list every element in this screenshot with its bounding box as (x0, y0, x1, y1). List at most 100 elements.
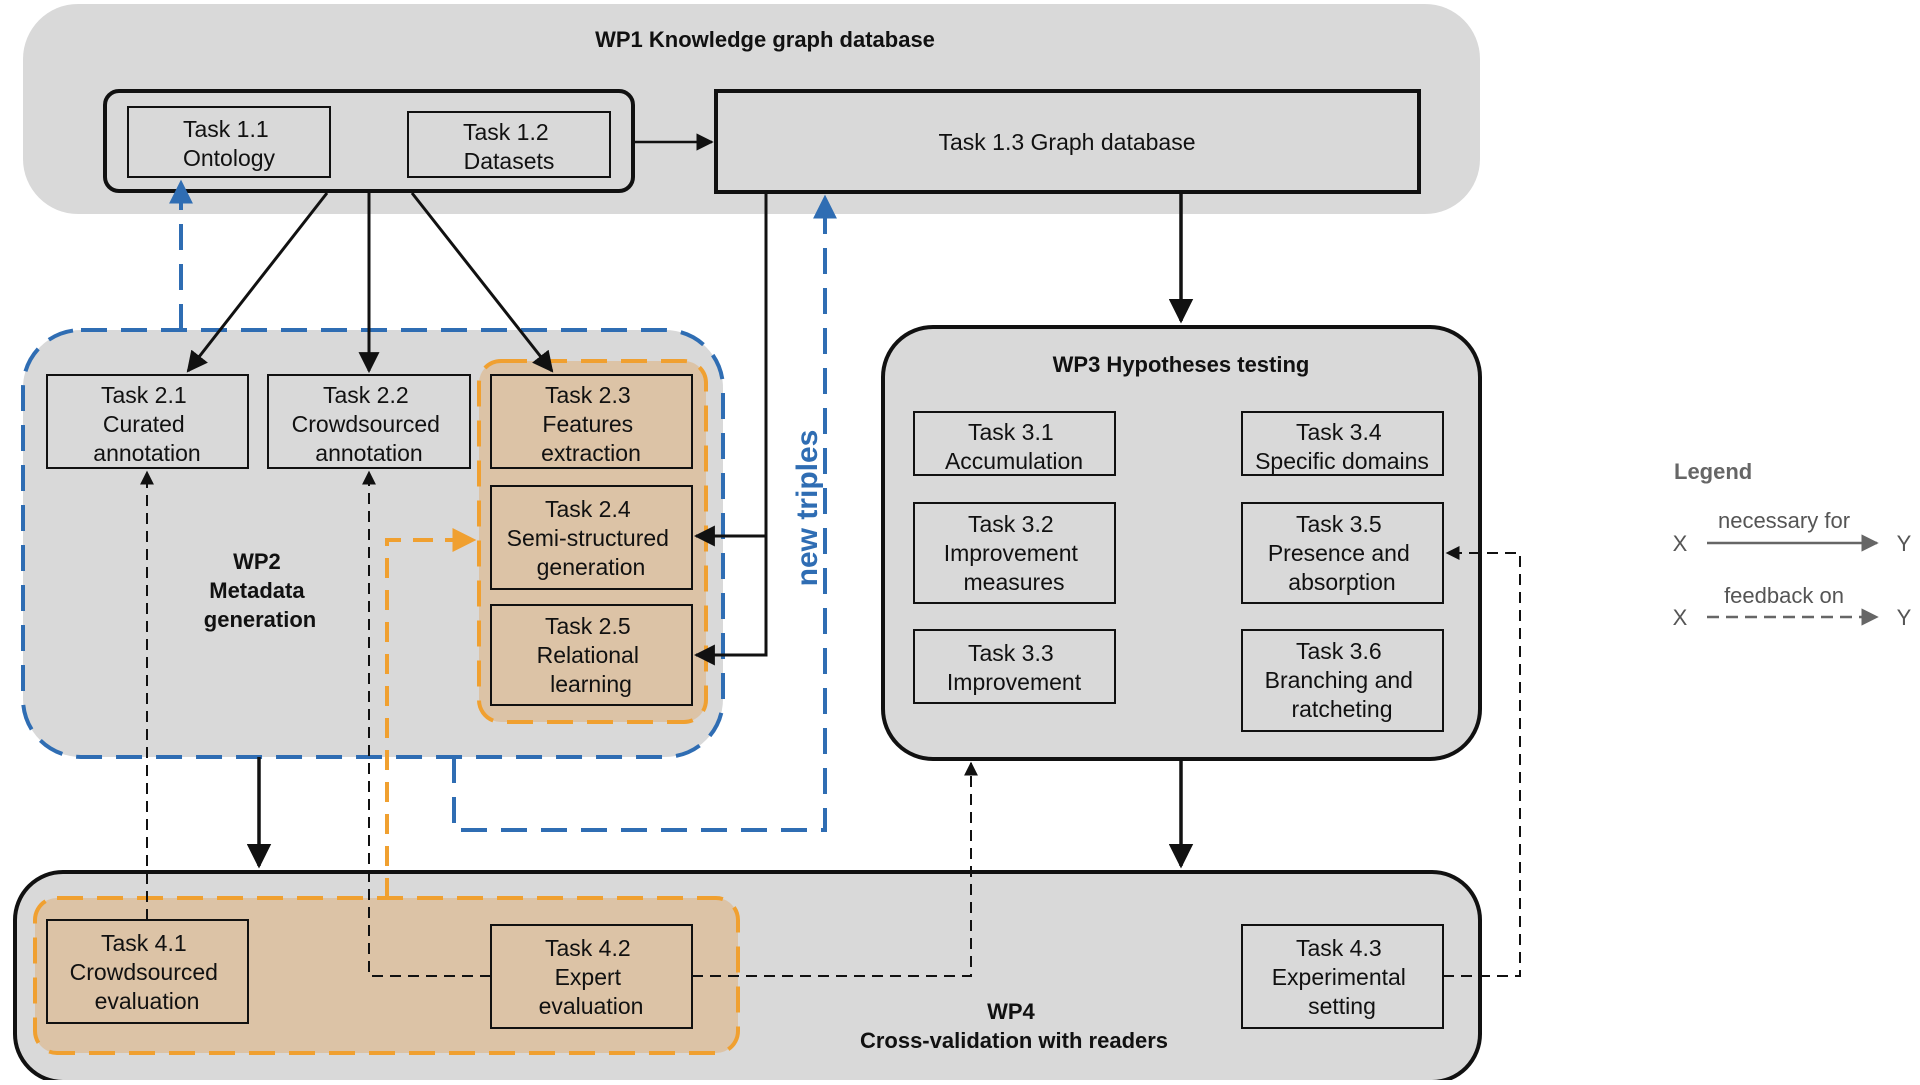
wp3-region: WP3 Hypotheses testing Task 3.1 Accumula… (881, 325, 1482, 761)
feedback-task-4-2-to-wp3 (692, 761, 978, 977)
task-1-1-line: Task 1.1 (183, 116, 269, 142)
task-3-1-line: Accumulation (945, 448, 1083, 474)
new-triples-label: new triples (791, 430, 824, 587)
task-2-2-line: Crowdsourced (292, 411, 440, 437)
svg-text:Task 2.1 Curated: Task 2.1 Curated annotation (93, 382, 200, 466)
svg-text:WP2 Metadata gener: WP2 Metadata generation (204, 549, 316, 632)
task-1-1[interactable]: Task 1.1 Ontology (127, 106, 331, 178)
task-3-4[interactable]: Task 3.4 Specific domains (1241, 411, 1444, 476)
task-2-2-line: Task 2.2 (323, 382, 409, 408)
arrow-graph-to-task-2-5 (693, 536, 768, 666)
task-3-4-line: Specific domains (1255, 448, 1429, 474)
task-4-3-line: Experimental (1272, 964, 1406, 990)
task-3-5[interactable]: Task 3.5 Presence and absorption (1241, 502, 1444, 604)
task-3-2-line: Improvement (944, 540, 1079, 566)
task-3-6-line: Branching and (1265, 667, 1413, 693)
task-4-3-line: Task 4.3 (1296, 935, 1382, 961)
task-3-1-line: Task 3.1 (968, 419, 1054, 445)
task-4-3-line: setting (1308, 993, 1376, 1019)
task-1-3[interactable]: Task 1.3 Graph database (714, 89, 1421, 194)
task-2-3-line: extraction (541, 440, 641, 466)
task-3-2[interactable]: Task 3.2 Improvement measures (913, 502, 1116, 604)
task-3-1[interactable]: Task 3.1 Accumulation (913, 411, 1116, 476)
task-3-3[interactable]: Task 3.3 Improvement (913, 629, 1116, 704)
task-4-1-line: evaluation (95, 988, 200, 1014)
task-2-4[interactable]: Task 2.4 Semi-structured generation (490, 485, 693, 590)
feedback-task-4-3-to-task-3-5 (1443, 546, 1521, 977)
wp2-title-line: generation (204, 607, 316, 632)
feedback-wp2-new-triples-to-graph (452, 194, 837, 832)
svg-text:Task 4.2 Expert: Task 4.2 Expert evaluation (539, 935, 644, 1019)
wp2-title-line: WP2 (233, 549, 281, 574)
feedback-wp4-eval-to-task-2-4 (385, 528, 477, 898)
task-2-5-line: Relational (537, 642, 639, 668)
wp3-title: WP3 Hypotheses testing (1053, 352, 1310, 377)
task-2-2[interactable]: Task 2.2 Crowdsourced annotation (267, 374, 471, 469)
svg-text:Task 3.1 Accumulation: Task 3.1 Accumulation (945, 419, 1083, 474)
task-3-6-line: ratcheting (1291, 696, 1392, 722)
svg-text:Task 3.2 Improvement: Task 3.2 Improvement measures (944, 511, 1085, 595)
task-2-2-line: annotation (315, 440, 422, 466)
task-2-5[interactable]: Task 2.5 Relational learning (490, 604, 693, 706)
task-3-2-line: measures (964, 569, 1065, 595)
task-2-1-line: annotation (93, 440, 200, 466)
task-4-2-line: Expert (555, 964, 622, 990)
task-2-1[interactable]: Task 2.1 Curated annotation (46, 374, 249, 469)
legend-solid-label: necessary for (1718, 508, 1850, 533)
task-1-1-line: Ontology (183, 145, 276, 171)
task-2-4-line: Semi-structured (507, 525, 669, 551)
task-2-1-line: Curated (103, 411, 185, 437)
task-4-1[interactable]: Task 4.1 Crowdsourced evaluation (46, 919, 249, 1024)
task-3-3-line: Task 3.3 (968, 640, 1054, 666)
svg-text:Task 2.2 Crowdsourced: Task 2.2 Crowdsourced annotation (292, 382, 447, 466)
necessary-arrows (186, 133, 1194, 869)
task-3-4-line: Task 3.4 (1296, 419, 1382, 445)
task-2-4-line: Task 2.4 (545, 496, 631, 522)
feedback-task-4-2-to-task-2-2 (362, 470, 491, 977)
task-3-5-line: Task 3.5 (1296, 511, 1382, 537)
svg-text:Task 3.6 Branching and: Task 3.6 Branching and ratcheting (1265, 638, 1420, 722)
feedback-arrows (140, 179, 1521, 977)
task-3-5-line: absorption (1288, 569, 1395, 595)
wp1-title: WP1 Knowledge graph database (595, 27, 935, 52)
svg-text:Task 3.4 Specific doma: Task 3.4 Specific domains (1255, 419, 1429, 474)
svg-text:WP4 Cross-validation wit: WP4 Cross-validation with readers (860, 999, 1168, 1053)
legend-solid-x: X (1673, 531, 1688, 556)
task-1-2[interactable]: Task 1.2 Datasets (407, 111, 611, 178)
wp4-title-line: Cross-validation with readers (860, 1028, 1168, 1053)
task-3-2-line: Task 3.2 (968, 511, 1054, 537)
task-4-3[interactable]: Task 4.3 Experimental setting (1241, 924, 1444, 1029)
task-2-3[interactable]: Task 2.3 Features extraction (490, 374, 693, 469)
legend-dashed-x: X (1673, 605, 1688, 630)
svg-text:Task 3.3 Improvement: Task 3.3 Improvement (947, 640, 1082, 695)
legend-solid-y: Y (1897, 531, 1912, 556)
svg-text:Task 1.1 Ontology: Task 1.1 Ontology (183, 116, 276, 171)
arrow-datasets-to-task-2-3 (410, 192, 554, 373)
task-3-6-line: Task 3.6 (1296, 638, 1382, 664)
legend-title: Legend (1674, 459, 1752, 484)
task-2-3-line: Features (542, 411, 633, 437)
legend-dashed-label: feedback on (1724, 583, 1844, 608)
task-2-4-line: generation (537, 554, 646, 580)
task-4-2-line: Task 4.2 (545, 935, 631, 961)
wp1-region: WP1 Knowledge graph database Task 1.1 On… (23, 4, 1480, 214)
svg-text:Task 2.5 Relational: Task 2.5 Relational learning (537, 613, 646, 697)
task-2-5-line: Task 2.5 (545, 613, 631, 639)
task-3-5-line: Presence and (1268, 540, 1410, 566)
task-2-1-line: Task 2.1 (101, 382, 187, 408)
task-3-6[interactable]: Task 3.6 Branching and ratcheting (1241, 629, 1444, 732)
wp2-title-line: Metadata (209, 578, 305, 603)
svg-text:Task 3.5 Presence and: Task 3.5 Presence and absorption (1268, 511, 1416, 595)
task-4-2-line: evaluation (539, 993, 644, 1019)
task-2-3-line: Task 2.3 (545, 382, 631, 408)
legend: Legend necessary for X Y feedback on X Y (1673, 459, 1912, 630)
svg-text:Task 4.3 Experimental: Task 4.3 Experimental setting (1272, 935, 1413, 1019)
svg-text:Task 4.1 Crowdsourced: Task 4.1 Crowdsourced evaluation (70, 930, 225, 1014)
task-4-1-line: Crowdsourced (70, 959, 218, 985)
task-1-3-line: Task 1.3 Graph database (939, 129, 1196, 155)
task-2-5-line: learning (550, 671, 632, 697)
task-1-2-line: Task 1.2 (463, 119, 549, 145)
task-4-2[interactable]: Task 4.2 Expert evaluation (490, 924, 693, 1029)
